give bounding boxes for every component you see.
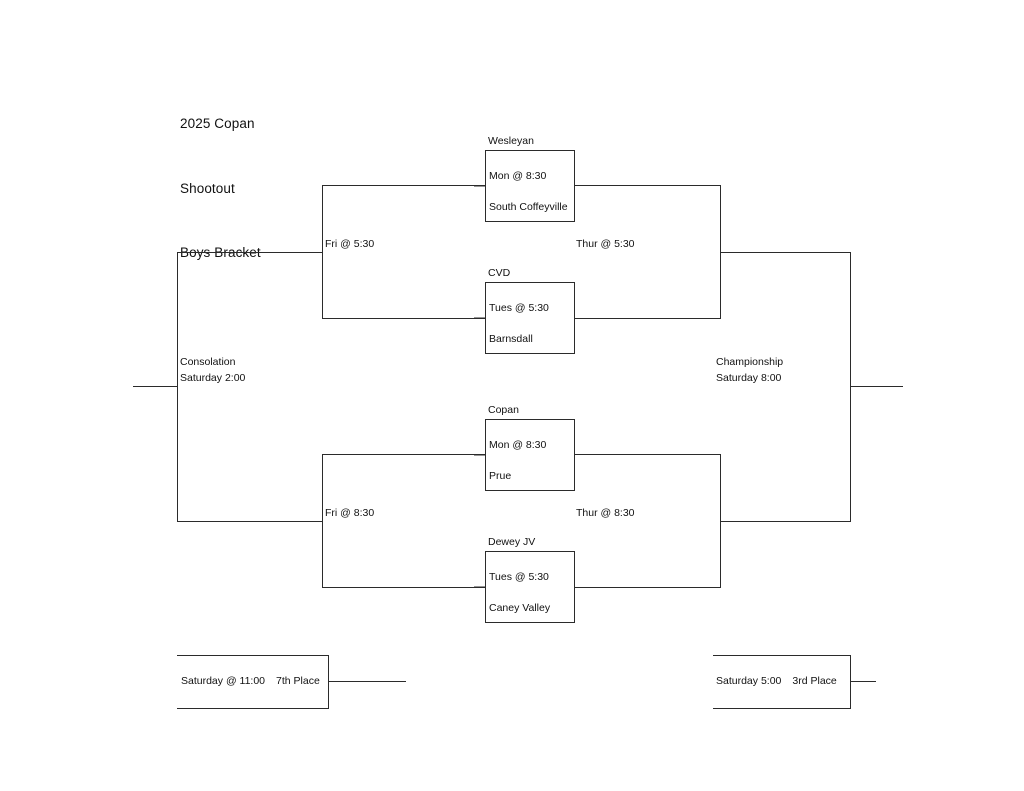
game-box-3[interactable]: Copan Mon @ 8:30 Prue (485, 404, 575, 491)
round-label-lower-semi: Thur @ 8:30 (576, 507, 635, 519)
game-box-4[interactable]: Dewey JV Tues @ 5:30 Caney Valley (485, 536, 575, 623)
title-line-2: Shootout (180, 180, 235, 196)
game-3-top-team: Copan (488, 404, 519, 416)
third-place-time: Saturday 5:00 (716, 675, 782, 687)
championship-time: Saturday 8:00 (716, 371, 782, 384)
game-2-top-team: CVD (488, 267, 511, 279)
game-4-time: Tues @ 5:30 (489, 571, 549, 583)
game-4-bottom-team: Caney Valley (489, 602, 551, 614)
consolation-title: Consolation (180, 356, 236, 368)
round-label-upper-quarter: Fri @ 5:30 (325, 238, 375, 250)
round-label-championship: Championship Saturday 8:00 (716, 355, 783, 386)
consolation-time: Saturday 2:00 (180, 371, 246, 384)
game-4-top-team: Dewey JV (488, 536, 536, 548)
game-3-bottom-team: Prue (489, 470, 512, 482)
game-box-1[interactable]: Wesleyan Mon @ 8:30 South Coffeyville (485, 135, 575, 222)
seventh-place-game: Saturday @ 11:00 7th Place (181, 675, 320, 687)
game-2-time: Tues @ 5:30 (489, 302, 549, 314)
game-2-bottom-team: Barnsdall (489, 333, 533, 345)
third-place-label: 3rd Place (792, 675, 837, 687)
game-1-top-team: Wesleyan (488, 135, 534, 147)
game-1-time: Mon @ 8:30 (489, 170, 547, 182)
title-line-1: 2025 Copan (180, 116, 255, 131)
game-1-bottom-team: South Coffeyville (489, 201, 568, 213)
round-label-lower-quarter: Fri @ 8:30 (325, 507, 375, 519)
game-box-2[interactable]: CVD Tues @ 5:30 Barnsdall (485, 267, 575, 354)
game-3-time: Mon @ 8:30 (489, 439, 547, 451)
third-place-game: Saturday 5:00 3rd Place (716, 675, 837, 687)
seventh-place-time: Saturday @ 11:00 (181, 675, 266, 687)
round-label-upper-semi: Thur @ 5:30 (576, 238, 635, 250)
round-label-consolation: Consolation Saturday 2:00 (180, 355, 245, 386)
seventh-place-label: 7th Place (276, 675, 320, 687)
championship-title: Championship (716, 356, 784, 368)
